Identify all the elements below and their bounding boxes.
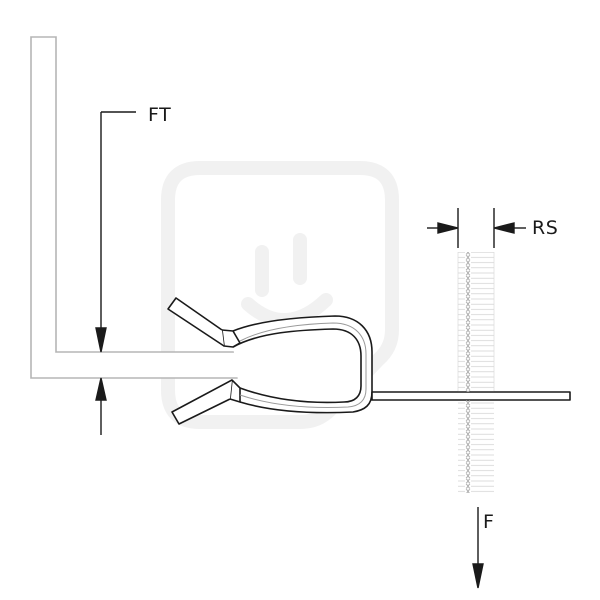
ft-dimension bbox=[95, 111, 136, 435]
rod-size-label: RS bbox=[532, 217, 559, 239]
force-label: F bbox=[483, 511, 495, 533]
force-arrow-down-icon bbox=[472, 563, 484, 589]
rs-dimension bbox=[427, 208, 526, 248]
ft-arrow-down-icon bbox=[95, 327, 107, 353]
spring-clip bbox=[167, 297, 571, 425]
ft-arrow-up-icon bbox=[95, 377, 107, 401]
rs-arrow-right-icon bbox=[437, 222, 459, 234]
clip-inner-lines bbox=[239, 322, 367, 408]
rs-arrow-left-icon bbox=[493, 222, 515, 234]
threaded-rod bbox=[457, 252, 495, 493]
flange-thickness-label: FT bbox=[148, 104, 172, 126]
force-arrow bbox=[472, 507, 484, 589]
